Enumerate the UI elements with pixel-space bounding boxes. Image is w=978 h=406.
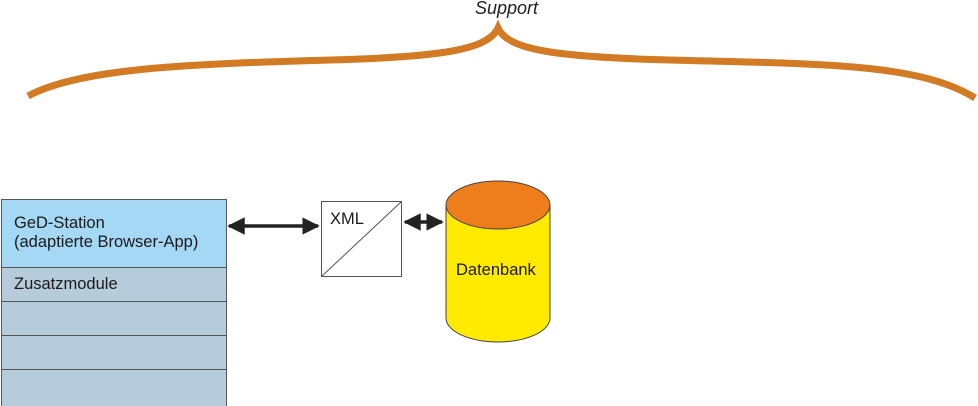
station-title: GeD-Station: [14, 214, 105, 232]
module-row: [2, 302, 226, 336]
station-subtitle: (adaptierte Browser-App): [14, 233, 199, 251]
module-row: [2, 336, 226, 370]
support-brace: [26, 19, 977, 101]
xml-box-diagonal: [321, 201, 402, 277]
support-label: Support: [474, 0, 539, 18]
database-cylinder-body: [445, 204, 551, 343]
ged-station-box: GeD-Station (adaptierte Browser-App): [2, 199, 226, 268]
application-stack: GeD-Station (adaptierte Browser-App) Zus…: [1, 199, 227, 406]
modules-header-row: Zusatzmodule: [2, 268, 226, 302]
module-row: [2, 370, 226, 406]
database-label: Datenbank: [456, 261, 536, 279]
xml-label: XML: [330, 210, 364, 228]
database-cylinder-top: [445, 180, 551, 230]
